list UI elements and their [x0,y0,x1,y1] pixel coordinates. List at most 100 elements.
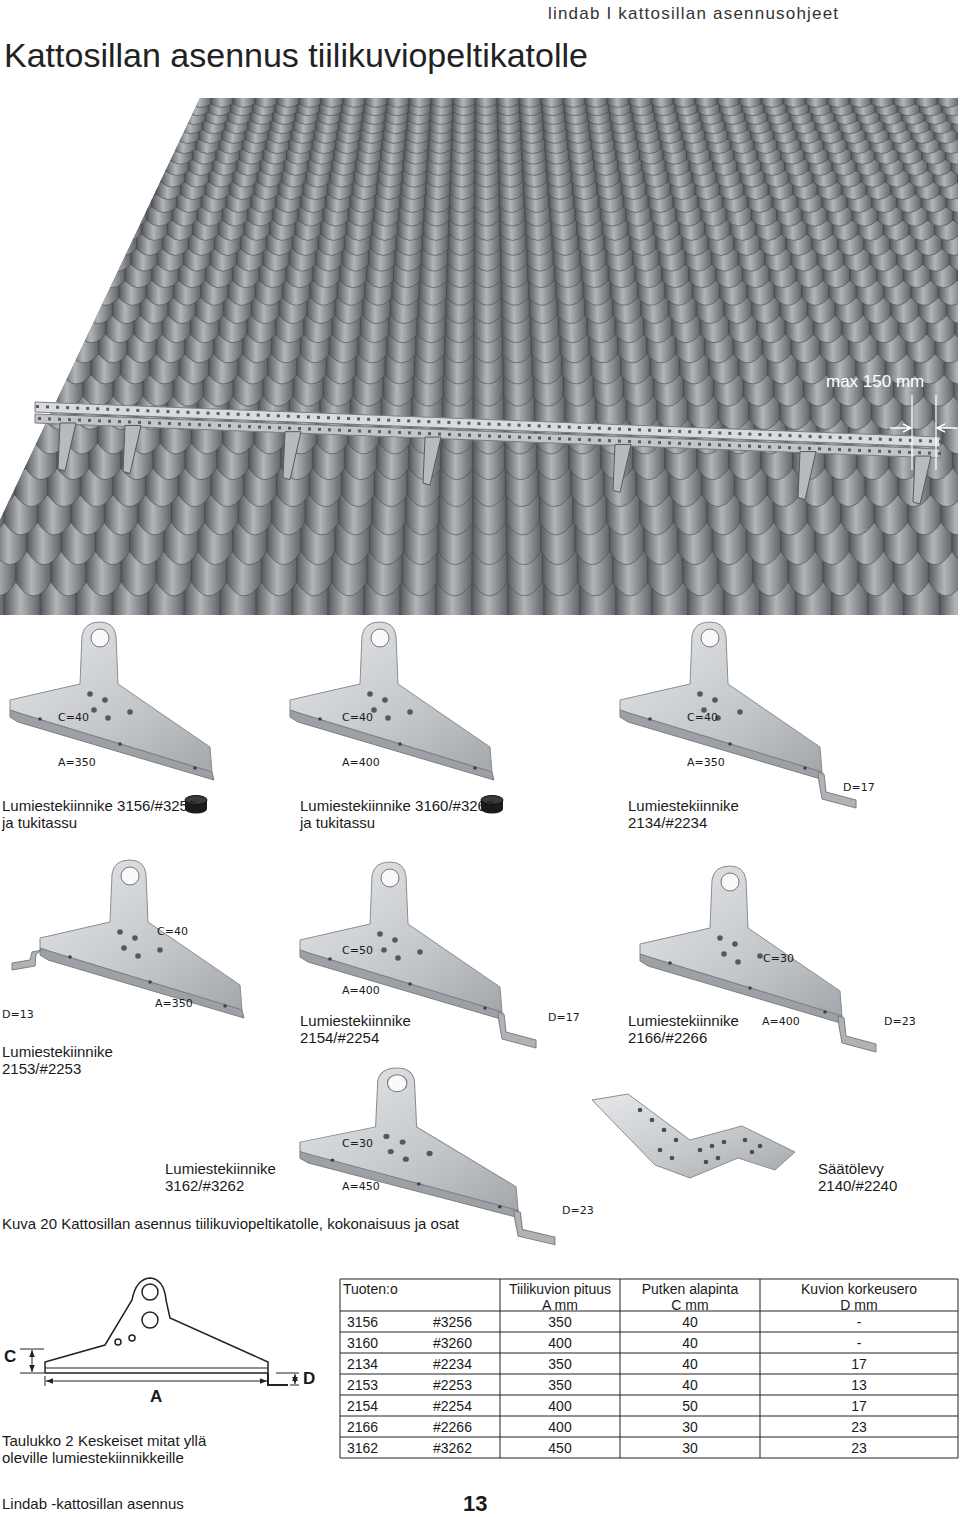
dimension-label: C=40 [342,712,373,725]
roof-tile [287,614,324,663]
roof-tile [41,334,70,363]
rail-hole [548,425,551,428]
rail-hole [337,417,340,420]
adjusting-plate-body [592,1094,795,1178]
rail-hole [166,410,169,413]
page-title: Kattosillan asennus tiilikuviopeltikatol… [4,36,588,75]
roof-tile [695,96,717,107]
rail-hole [618,428,621,431]
table-caption: Taulukko 2 Keskeiset mitat yllä oleville… [2,1432,222,1467]
rail-hole [447,421,450,424]
rail-hole [458,433,461,436]
roof-tile [51,149,75,164]
roof-tile [57,96,79,107]
roof-tile [4,149,28,164]
rail-hole [66,406,69,409]
roof-tile [28,194,53,212]
rail-hole [708,431,711,434]
rail-hole [328,428,331,431]
rail-hole [48,417,51,420]
roof-tile [33,139,56,153]
plate-hole [674,1138,679,1143]
table-cell: 3162 [347,1440,378,1456]
flange-hole [193,766,197,770]
roof-tile [0,443,25,479]
bracket-hole [721,873,739,891]
table-header: Kuvion korkeusero D mm [797,1281,921,1313]
roof-tile [0,234,7,255]
roof-tile [112,170,136,187]
rail-hole [38,417,41,420]
roof-tile [7,234,33,255]
roof-tile [32,354,61,384]
flange-hole [803,766,807,770]
roof-tile [509,614,546,663]
rail-hole [588,426,591,429]
roof-tile [0,419,4,454]
roof-tile [805,96,827,107]
rail-hole [548,437,551,440]
bracket-drawing [300,862,536,1048]
rail-hole [778,434,781,437]
roof-illustration [0,95,960,663]
roof-tile [119,104,141,116]
roof-tile [48,112,70,124]
rail-hole [358,429,361,432]
plate-hole [698,1148,703,1153]
roof-tile [122,207,147,226]
rail-hole [198,423,201,426]
rail-hole [939,440,942,443]
rail-hole [357,417,360,420]
bracket-hole [127,709,133,715]
flange-hole [823,1010,827,1014]
roof-tile [22,160,46,176]
tick [45,1376,46,1386]
rail-hole [728,432,731,435]
plate-hole [743,1138,748,1143]
hole [115,1339,121,1345]
roof-tile [546,614,583,663]
roof-tile [40,220,66,240]
rail-hole [789,434,792,437]
dimension-label: D=13 [2,1009,34,1022]
plate-hole [658,1148,663,1153]
table-cell: #2253 [433,1377,472,1393]
table-cell: #2234 [433,1356,472,1372]
bracket-hole [735,959,741,965]
rail-hole [488,423,491,426]
page-footer: Lindab -kattosillan asennus [2,1495,184,1512]
table-rule [340,1395,958,1396]
flange-hole [118,742,122,746]
roof-tile [45,264,72,288]
roof-tile [18,264,45,288]
rail-hole [268,426,271,429]
rail-hole [638,428,641,431]
roof-tile [730,614,767,663]
roof-tile [70,160,94,176]
rail-hole [288,427,291,430]
table-cell: 30 [640,1419,740,1435]
roof-tile [0,281,10,306]
roof-tile [8,104,30,116]
bracket-hole [371,629,389,647]
roof-tile [0,160,22,176]
roof-tile [321,96,343,107]
bracket-hole [383,1134,389,1139]
roof-tile [46,160,70,176]
rail-hole [528,424,531,427]
plate-hole [758,1144,763,1149]
rail-hole [308,428,311,431]
roof-tile [28,149,52,164]
rail-hole [397,419,400,422]
roof-tile [3,354,32,384]
table-header: Tuoten:o [343,1281,398,1297]
rail-hole [108,420,111,423]
roof-tile [97,207,122,226]
roof-tile [46,207,71,226]
plate-hole [638,1108,643,1113]
bracket-drawing [10,622,214,780]
roof-tile [0,495,4,535]
roof-tile [58,182,82,200]
dimension-label: A=400 [762,1016,800,1029]
rail-hole [819,435,822,438]
